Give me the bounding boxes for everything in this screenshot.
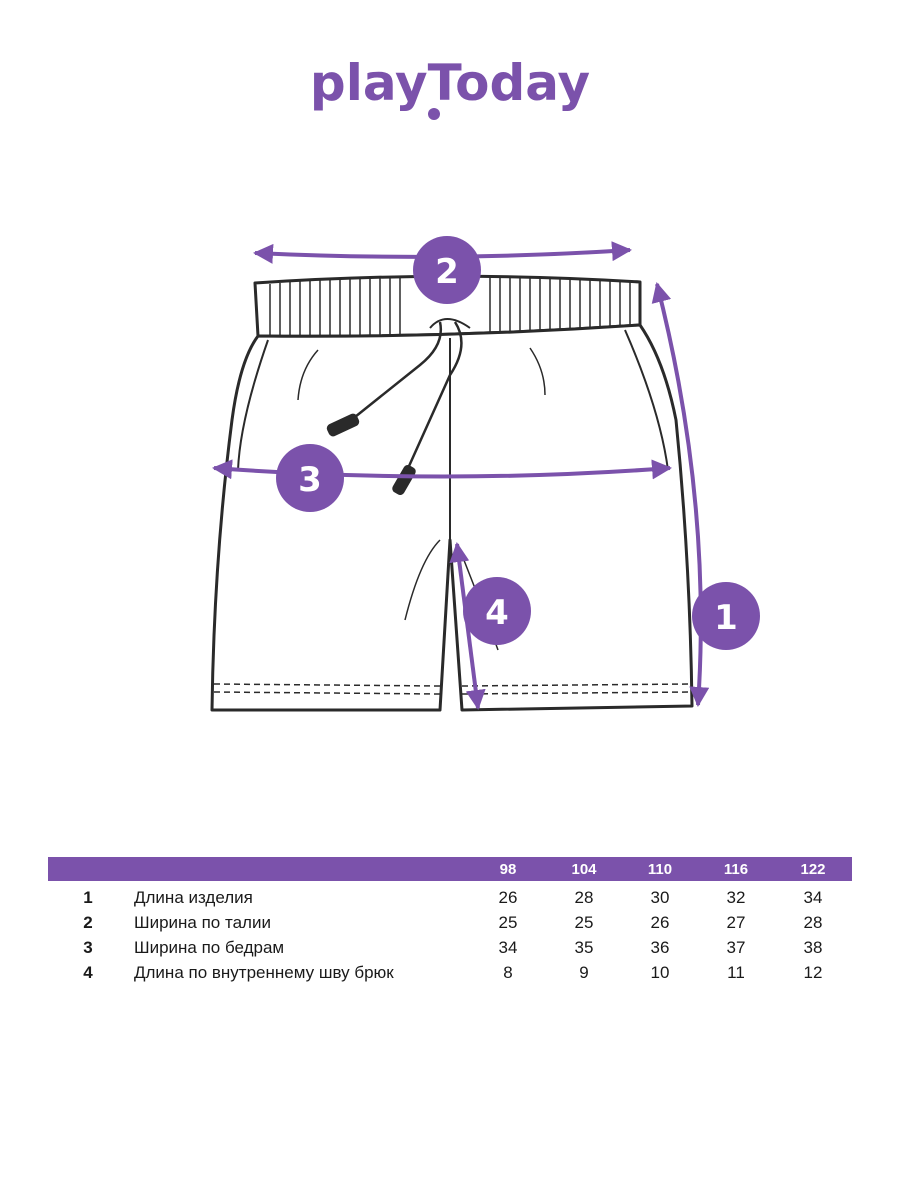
row-value: 30 bbox=[650, 887, 670, 907]
row-number: 4 bbox=[83, 962, 93, 982]
row-value: 8 bbox=[503, 962, 513, 982]
brand-logo: playToday bbox=[310, 54, 590, 120]
row-value: 9 bbox=[579, 962, 589, 982]
row-value: 32 bbox=[726, 887, 746, 907]
header-size: 110 bbox=[647, 860, 673, 878]
waistband-ribbing bbox=[269, 277, 631, 337]
hem-stitch-left bbox=[213, 683, 441, 695]
table-header-row: 98 104 110 116 122 bbox=[48, 857, 852, 881]
cord-end-left bbox=[326, 413, 360, 437]
row-value: 10 bbox=[650, 962, 670, 982]
row-value: 38 bbox=[803, 937, 823, 957]
header-num bbox=[48, 857, 128, 881]
row-value: 34 bbox=[803, 887, 823, 907]
row-value: 12 bbox=[803, 962, 823, 982]
marker-2 bbox=[413, 236, 481, 304]
marker-4-label: 4 bbox=[485, 593, 509, 633]
header-name bbox=[128, 857, 470, 881]
row-name: Длина изделия bbox=[134, 887, 253, 907]
table-row: 4 Длина по внутреннему шву брюк 8 9 10 1… bbox=[48, 960, 852, 985]
table-row: 2 Ширина по талии 25 25 26 27 28 bbox=[48, 910, 852, 935]
header-size: 104 bbox=[571, 860, 597, 878]
row-name: Ширина по талии bbox=[134, 912, 271, 932]
row-value: 25 bbox=[574, 912, 594, 932]
row-value: 28 bbox=[803, 912, 823, 932]
row-number: 1 bbox=[83, 887, 93, 907]
shorts-body bbox=[210, 323, 694, 712]
table-row: 3 Ширина по бедрам 34 35 36 37 38 bbox=[48, 935, 852, 960]
measurement-markers: 2 3 4 1 bbox=[276, 236, 760, 650]
row-value: 25 bbox=[498, 912, 518, 932]
row-value: 26 bbox=[650, 912, 670, 932]
marker-2-label: 2 bbox=[435, 252, 459, 292]
fold-left bbox=[404, 539, 441, 621]
row-value: 28 bbox=[574, 887, 594, 907]
size-chart-table: 98 104 110 116 122 1 Длина изделия 26 28… bbox=[48, 857, 852, 985]
row-number: 2 bbox=[83, 912, 93, 932]
brand-logo-dot bbox=[428, 108, 440, 120]
marker-3 bbox=[276, 444, 344, 512]
row-number: 3 bbox=[83, 937, 93, 957]
marker-1 bbox=[692, 582, 760, 650]
row-name: Длина по внутреннему шву брюк bbox=[134, 962, 394, 982]
pocket-left bbox=[237, 339, 269, 471]
row-value: 36 bbox=[650, 937, 670, 957]
shorts-measurement-diagram: 2 3 4 1 bbox=[210, 236, 760, 712]
row-name: Ширина по бедрам bbox=[134, 937, 285, 957]
row-value: 27 bbox=[726, 912, 746, 932]
row-value: 26 bbox=[498, 887, 518, 907]
marker-3-label: 3 bbox=[298, 460, 322, 500]
table-row: 1 Длина изделия 26 28 30 32 34 bbox=[48, 881, 852, 910]
header-size: 122 bbox=[800, 860, 826, 878]
header-size: 98 bbox=[499, 860, 517, 878]
header-size: 116 bbox=[723, 860, 749, 878]
row-value: 11 bbox=[727, 962, 745, 982]
row-value: 35 bbox=[574, 937, 594, 957]
arrow-length bbox=[651, 282, 710, 707]
row-value: 37 bbox=[726, 937, 746, 957]
drawstring-knot bbox=[429, 318, 471, 329]
marker-1-label: 1 bbox=[714, 598, 738, 638]
row-value: 34 bbox=[498, 937, 518, 957]
pleat-left bbox=[297, 349, 319, 401]
marker-4 bbox=[463, 577, 531, 645]
brand-logo-text: playToday bbox=[310, 54, 590, 112]
drawstring bbox=[344, 321, 463, 476]
pleat-right bbox=[529, 347, 546, 396]
